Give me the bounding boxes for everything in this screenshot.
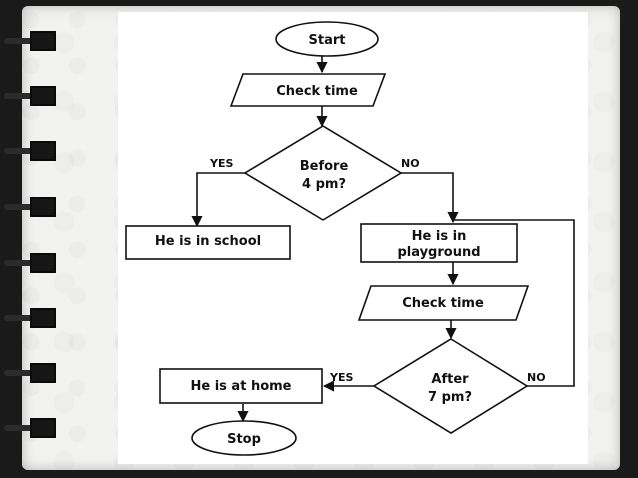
binder-ring (4, 252, 58, 274)
yes-label-1: YES (209, 157, 233, 170)
binder-ring (4, 140, 58, 162)
home-label: He is at home (190, 379, 291, 394)
home-process-box (159, 368, 323, 404)
binder-ring (4, 307, 58, 329)
decision-2-line-1: After (431, 372, 469, 387)
no-label-1: NO (401, 157, 420, 170)
arrow-no-loop-back (453, 219, 575, 387)
playground-line-2: playground (397, 245, 480, 260)
decision-2-line-2: 7 pm? (428, 390, 472, 405)
check-time-parallelogram-1 (229, 73, 387, 107)
check-time-label-1: Check time (276, 84, 358, 99)
playground-process-box (360, 223, 518, 263)
check-time-label-2: Check time (402, 296, 484, 311)
yes-label-2: YES (329, 371, 353, 384)
decision-before-4pm (243, 125, 403, 221)
binder-ring (4, 362, 58, 384)
start-terminal (275, 21, 379, 57)
check-time-parallelogram-2 (357, 285, 530, 321)
start-label: Start (309, 33, 346, 48)
arrow-no-to-playground (401, 172, 459, 224)
school-process-box (125, 225, 291, 260)
binder-ring (4, 85, 58, 107)
decision-1-line-2: 4 pm? (302, 177, 346, 192)
stop-terminal (191, 420, 297, 456)
decision-after-7pm (372, 338, 529, 434)
binder-ring (4, 30, 58, 52)
arrow-yes-to-school (191, 172, 245, 228)
stop-label: Stop (227, 432, 261, 447)
binder-rings (0, 0, 60, 478)
binder-ring (4, 417, 58, 439)
binder-ring (4, 196, 58, 218)
playground-line-1: He is in (412, 229, 467, 244)
no-label-2: NO (527, 371, 546, 384)
decision-1-line-1: Before (300, 159, 349, 174)
school-label: He is in school (155, 234, 261, 249)
